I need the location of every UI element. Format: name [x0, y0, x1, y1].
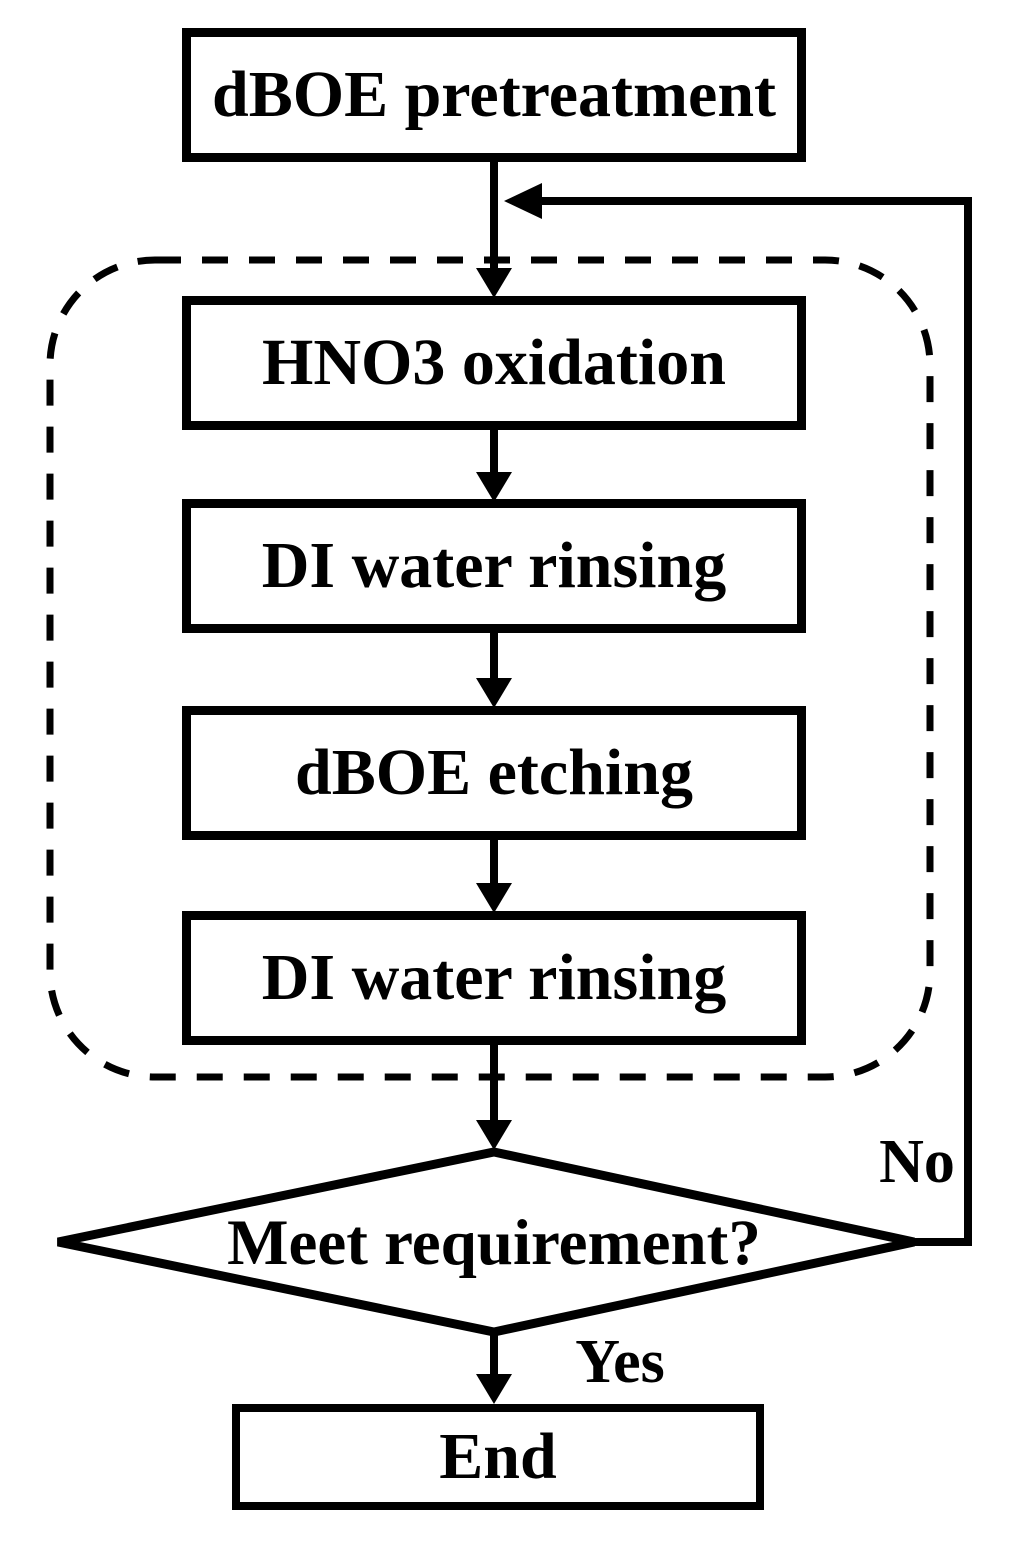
yes-branch-label: Yes — [575, 1328, 665, 1396]
node-dboe-pretreatment: dBOE pretreatment — [182, 28, 806, 162]
arrow-decision-to-end-head-icon — [476, 1374, 512, 1404]
no-branch-arrowhead-icon — [504, 183, 542, 219]
node-hno3-oxidation: HNO3 oxidation — [182, 296, 806, 430]
arrow-oxidation-to-rinse1-head-icon — [476, 472, 512, 502]
decision-label: Meet requirement? — [227, 1206, 761, 1279]
no-branch-return-line — [912, 197, 972, 1246]
node-dboe-etching: dBOE etching — [182, 706, 806, 840]
arrow-pretreatment-to-oxidation-head-icon — [476, 268, 512, 298]
arrow-rinse1-to-etching-head-icon — [476, 678, 512, 708]
no-branch-label: No — [879, 1128, 955, 1196]
node-di-water-rinsing-1: DI water rinsing — [182, 499, 806, 633]
node-di-water-rinsing-2: DI water rinsing — [182, 911, 806, 1045]
arrow-etching-to-rinse2-head-icon — [476, 883, 512, 913]
arrow-rinse2-to-decision-head-icon — [476, 1120, 512, 1150]
node-end: End — [232, 1404, 764, 1510]
